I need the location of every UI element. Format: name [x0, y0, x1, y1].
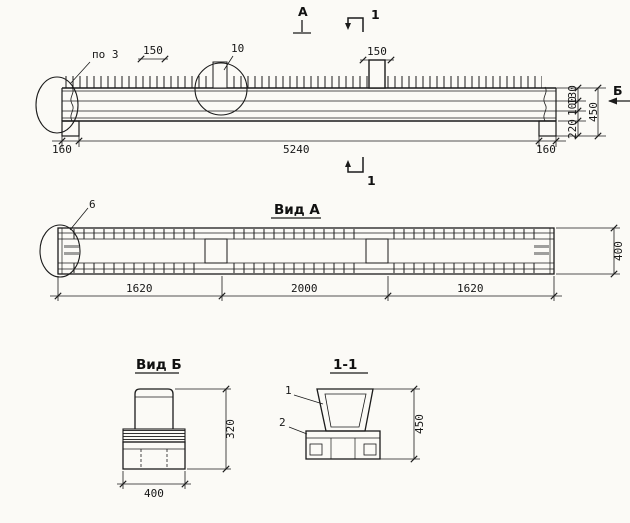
section-marker-1-top: 1: [371, 7, 380, 22]
dim-1620-left: 1620: [126, 282, 153, 295]
dim-130: 130: [566, 85, 579, 105]
beam-end-block-left: [61, 120, 80, 137]
plan-embed-right: [365, 238, 389, 264]
dim-450-elev: 450: [587, 102, 600, 122]
leader-label-1: 1: [285, 384, 292, 397]
view-marker-b: Б: [613, 83, 623, 98]
embed-plate-right: [368, 59, 386, 89]
dim-400-plan: 400: [612, 241, 625, 261]
view-b-dimensions: [117, 385, 231, 489]
view-b-base: [122, 441, 186, 470]
dim-150-right: 150: [367, 45, 387, 58]
dim-220: 220: [566, 119, 579, 139]
dim-400-view-b: 400: [144, 487, 164, 500]
elevation-hatch-band: [64, 76, 542, 88]
dim-100: 100: [566, 96, 579, 116]
dim-160-left: 160: [52, 143, 72, 156]
view-b: [122, 372, 186, 470]
elevation-view: [35, 55, 557, 137]
dim-1620-right: 1620: [457, 282, 484, 295]
leader-label-2: 2: [279, 416, 286, 429]
section-base: [305, 430, 381, 460]
view-b-title: Вид Б: [136, 357, 182, 373]
detail-callout-6: 6: [89, 198, 96, 211]
view-b-stem: [134, 388, 174, 429]
section-1-1: [288, 372, 381, 460]
plan-view: [39, 207, 555, 278]
dim-320: 320: [224, 419, 237, 439]
dim-150-left: 150: [143, 44, 163, 57]
section-1-1-title: 1-1: [333, 357, 357, 373]
plan-embed-left: [204, 238, 228, 264]
plan-title: Вид А: [274, 202, 320, 218]
plan-dimensions: [50, 217, 620, 301]
dim-5240: 5240: [283, 143, 310, 156]
dim-160-right: 160: [536, 143, 556, 156]
view-marker-a: А: [298, 4, 308, 19]
break-line-left: [70, 86, 74, 122]
detail-callout-circle-plate: [194, 62, 248, 116]
detail-callout-10: 10: [231, 42, 244, 55]
view-b-stripe-band: [122, 428, 186, 443]
beam-end-block-right: [538, 120, 557, 137]
section-rib-inner: [324, 393, 367, 428]
plan-outline: [57, 227, 555, 275]
embed-plate-left: [212, 61, 228, 89]
detail-callout-po3: по 3: [92, 48, 119, 61]
dim-450-section: 450: [413, 414, 426, 434]
dim-2000: 2000: [291, 282, 318, 295]
detail-callout-circle-6: [39, 224, 81, 278]
elevation-dimensions: [52, 17, 630, 173]
section-marker-1-bottom: 1: [367, 173, 376, 188]
detail-callout-circle-end: [35, 76, 79, 134]
section-1-1-dimensions: [373, 385, 420, 463]
break-line-right: [543, 86, 547, 122]
